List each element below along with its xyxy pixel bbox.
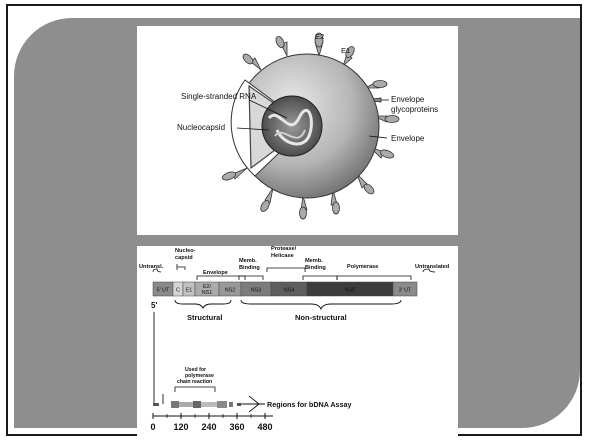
- scale-tick-label: 120: [173, 422, 188, 432]
- label-protease-2: Helicase: [271, 253, 294, 259]
- label-nucleocapsid-2: capsid: [175, 255, 193, 261]
- genome-segment-label: NS1: [202, 290, 213, 296]
- scale-tick-label: 480: [257, 422, 272, 432]
- label-glyco-1: Envelope: [391, 95, 425, 104]
- label-nucleocapsid-1: Nucleo-: [175, 248, 196, 254]
- label-memb-1b: Binding: [239, 265, 260, 271]
- label-ssrna: Single-stranded RNA: [181, 92, 257, 101]
- virion-illustration: E2 E1 Single-stranded RNA Nucleocapsid E…: [137, 26, 458, 235]
- genome-segment-label: 3' UT: [399, 288, 412, 294]
- genome-segment-label: E1: [186, 288, 193, 294]
- scale-tick-label: 0: [150, 422, 155, 432]
- label-structural: Structural: [187, 313, 222, 322]
- genome-map: Untransl. Nucleo- capsid Envelope Memb. …: [137, 246, 458, 436]
- label-polymerase: Polymerase: [347, 264, 378, 270]
- label-envelope-region: Envelope: [203, 270, 228, 276]
- label-untransl-5: Untransl.: [139, 264, 164, 270]
- genome-segment-label: NS4: [284, 288, 295, 294]
- label-pcr-3: chain reaction: [177, 379, 212, 385]
- label-nucleocapsid: Nucleocapsid: [177, 123, 225, 132]
- nonstructural-brace: [241, 300, 401, 309]
- pcr-bracket: [175, 387, 215, 392]
- genome-segment-label: 5' UT: [157, 288, 170, 294]
- structural-brace: [175, 300, 231, 308]
- genome-segment-label: NS3: [251, 288, 262, 294]
- label-e2: E2: [315, 32, 324, 41]
- scale-tick-label: 360: [229, 422, 244, 432]
- genome-segment-label: NS5: [345, 288, 356, 294]
- label-memb-2a: Memb.: [305, 258, 323, 264]
- label-bdna: Regions for bDNA Assay: [267, 400, 352, 409]
- label-nonstructural: Non-structural: [295, 313, 347, 322]
- label-e1: E1: [341, 46, 350, 55]
- label-untranslated-3: Untranslated: [415, 264, 450, 270]
- label-memb-1a: Memb.: [239, 258, 257, 264]
- label-5prime: 5': [151, 301, 157, 310]
- genome-segment-label: C: [176, 288, 180, 294]
- bdna-probes: [153, 401, 241, 408]
- virion-panel: E2 E1 Single-stranded RNA Nucleocapsid E…: [137, 26, 458, 235]
- label-glyco-2: glycoproteins: [391, 105, 438, 114]
- genome-segment-label: NS2: [225, 288, 236, 294]
- label-envelope: Envelope: [391, 134, 425, 143]
- scale-tick-label: 240: [201, 422, 216, 432]
- label-protease-1: Protease/: [271, 246, 297, 252]
- genome-panel: Untransl. Nucleo- capsid Envelope Memb. …: [137, 246, 458, 436]
- label-memb-2b: Binding: [305, 265, 326, 271]
